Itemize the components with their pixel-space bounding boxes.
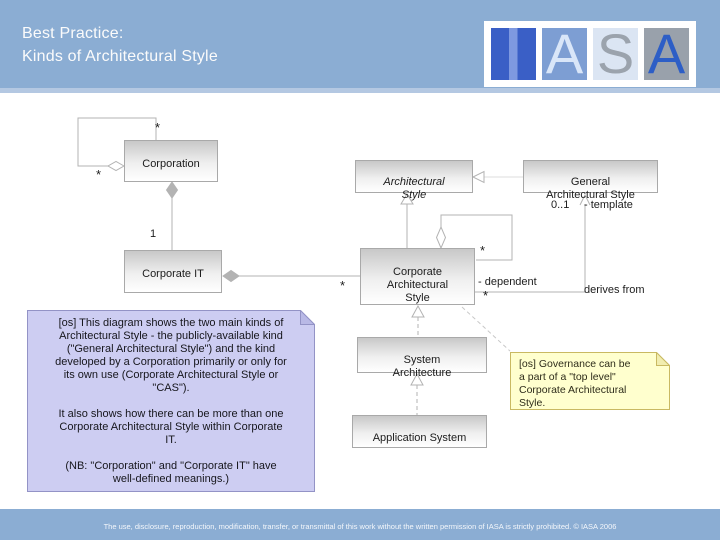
- systemarchitecture-cas-generalization: [411, 304, 425, 337]
- class-name-architectural-style: Architectural Style: [383, 176, 445, 201]
- multiplicity-dependent: *: [483, 288, 489, 303]
- multiplicity-corporation-corporateit: 1: [150, 228, 157, 240]
- iasa-logo: A S A: [484, 21, 696, 87]
- uml-connectors: [77, 117, 591, 415]
- multiplicity-template: 0..1: [551, 199, 570, 211]
- class-name-corporation: Corporation: [142, 158, 200, 170]
- multiplicity-corporateit-cas: *: [340, 278, 346, 293]
- note-main-text: [os] This diagram shows the two main kin…: [55, 317, 287, 485]
- class-name-application-system: Application System: [372, 432, 467, 444]
- class-name-general-architectural-style: General Architectural Style: [546, 176, 635, 201]
- iasa-logo-letter-a2: A: [644, 28, 689, 80]
- class-box-general-architectural-style: General Architectural Style: [523, 160, 658, 201]
- multiplicity-corporation-self-bottom: *: [96, 167, 102, 182]
- cas-self-aggregation: [435, 214, 513, 261]
- footer-disclaimer: The use, disclosure, reproduction, modif…: [103, 522, 617, 531]
- note-governance: [os] Governance can be a part of a "top …: [510, 351, 671, 410]
- iasa-logo-ii-icon: [491, 28, 536, 80]
- note-governance-text: [os] Governance can be a part of a "top …: [519, 358, 631, 409]
- class-name-system-architecture: System Architecture: [392, 354, 452, 379]
- header-divider: [0, 88, 720, 93]
- note-shape: [27, 309, 316, 492]
- slide-footer: The use, disclosure, reproduction, modif…: [0, 509, 720, 540]
- role-label-template: - template: [584, 199, 633, 211]
- cas-architecturalstyle-generalization: [400, 193, 414, 248]
- corporateit-cas-composition: [222, 269, 360, 283]
- class-name-corporate-architectural-style: Corporate Architectural Style: [386, 266, 449, 304]
- class-name-corporate-it: Corporate IT: [142, 268, 204, 280]
- class-box-corporate-architectural-style: Corporate Architectural Style: [360, 248, 475, 305]
- role-label-dependent: - dependent: [478, 276, 537, 288]
- corporation-self-association: [77, 117, 157, 172]
- class-box-corporation: Corporation: [124, 140, 218, 182]
- multiplicity-cas-self: *: [480, 243, 486, 258]
- slide-title: Best Practice: Kinds of Architectural St…: [22, 25, 218, 65]
- cas-generalas-derives-association: [475, 193, 591, 293]
- iasa-logo-letter-s: S: [593, 28, 638, 80]
- generalas-architecturalstyle-generalization: [471, 170, 523, 184]
- class-box-corporate-it: Corporate IT: [124, 250, 222, 293]
- diagram-canvas: Corporation Corporate IT Architectural S…: [0, 93, 720, 509]
- applicationsystem-systemarchitecture-generalization: [410, 372, 424, 415]
- class-box-system-architecture: System Architecture: [357, 337, 487, 379]
- association-label-derives-from: derives from: [584, 284, 645, 296]
- cas-governance-note-anchor: [461, 306, 511, 352]
- note-shape: [510, 351, 671, 410]
- corporation-corporateit-composition: [165, 181, 179, 250]
- iasa-logo-letter-a1: A: [542, 28, 587, 80]
- class-box-architectural-style: Architectural Style: [355, 160, 473, 201]
- class-box-application-system: Application System: [352, 415, 487, 448]
- note-main-explanation: [os] This diagram shows the two main kin…: [27, 309, 316, 492]
- multiplicity-corporation-self-top: *: [155, 120, 161, 135]
